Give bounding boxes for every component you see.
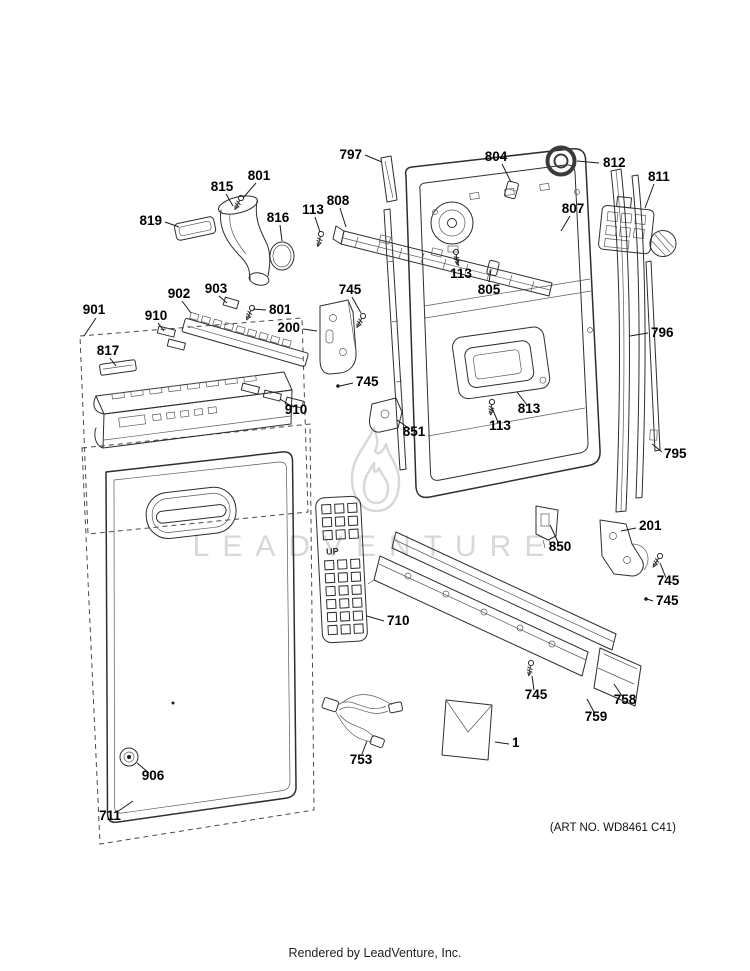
part-label-795: 795 — [664, 446, 687, 461]
part-710-retainer-grid: UP — [315, 495, 368, 644]
part-label-819: 819 — [139, 213, 162, 228]
part-label-850: 850 — [549, 539, 572, 554]
flame-logo-inner-icon — [362, 461, 390, 505]
part-labels: 797 804 812 811 815 801 819 816 113 808 … — [83, 147, 687, 823]
part-label-745-e: 745 — [525, 687, 548, 702]
console-assembly-dashed-box — [79, 317, 309, 535]
part-903-chip — [222, 296, 240, 310]
part-label-807: 807 — [562, 201, 585, 216]
part-label-200: 200 — [277, 320, 300, 335]
part-label-811: 811 — [648, 169, 670, 184]
flame-logo-icon — [350, 426, 401, 513]
part-753-wire-harness — [321, 694, 404, 749]
part-label-745-c: 745 — [657, 573, 680, 588]
part-711-outer-door-panel — [105, 451, 297, 824]
part-label-201: 201 — [639, 518, 662, 533]
part-label-901: 901 — [83, 302, 106, 317]
part-906-grommet — [119, 747, 139, 767]
rendered-by-text: Rendered by LeadVenture, Inc. — [288, 946, 461, 960]
part-label-758: 758 — [614, 692, 637, 707]
part-label-851: 851 — [403, 424, 426, 439]
part-201-hinge-bracket — [599, 519, 649, 577]
part-758-trim-panel — [391, 531, 642, 707]
part-745-point-b — [336, 384, 340, 388]
part-1-literature-envelope — [441, 699, 493, 761]
part-label-710: 710 — [387, 613, 410, 628]
part-811-latch-assembly — [598, 196, 677, 258]
part-804-clip — [504, 180, 519, 200]
part-796-frame-strip — [610, 168, 646, 513]
part-813-dispenser — [452, 326, 551, 400]
part-817-strip — [99, 359, 137, 376]
part-910-keys-left — [156, 325, 186, 351]
part-819-plate — [174, 216, 217, 241]
part-label-745-d: 745 — [656, 593, 679, 608]
part-807-inner-door-panel — [404, 147, 601, 499]
part-label-796: 796 — [651, 325, 674, 340]
leader-lines — [83, 154, 667, 813]
part-816-ring — [269, 241, 295, 271]
up-marking: UP — [326, 546, 339, 557]
part-805-clip — [486, 259, 500, 277]
part-label-813: 813 — [518, 401, 541, 416]
part-label-910-b: 910 — [285, 402, 308, 417]
part-745-screw-e — [525, 659, 535, 677]
part-801-screw-a — [232, 193, 246, 212]
part-851-bracket — [369, 397, 403, 433]
part-label-797: 797 — [339, 147, 362, 162]
part-label-808: 808 — [327, 193, 350, 208]
part-label-903: 903 — [205, 281, 228, 296]
part-label-113-a: 113 — [302, 202, 324, 217]
part-815-vent-duct — [217, 195, 271, 286]
part-label-805: 805 — [478, 282, 501, 297]
part-label-745-b: 745 — [356, 374, 379, 389]
part-759-access-panel — [367, 555, 589, 677]
part-label-801-b: 801 — [269, 302, 292, 317]
part-812-grommet — [545, 145, 577, 177]
part-801-screw-b — [243, 304, 256, 322]
part-113-screw-a — [314, 230, 325, 248]
part-label-816: 816 — [267, 210, 290, 225]
outer-door-dashed-box — [81, 423, 315, 845]
part-label-753: 753 — [350, 752, 373, 767]
part-label-812: 812 — [603, 155, 626, 170]
part-label-759: 759 — [585, 709, 608, 724]
leadventure-watermark: LEADVENTURE — [193, 426, 558, 563]
part-850-bracket — [535, 505, 559, 549]
part-label-801-a: 801 — [248, 168, 271, 183]
part-label-711: 711 — [99, 808, 121, 823]
art-number-text: (ART NO. WD8461 C41) — [550, 822, 676, 834]
part-label-113-c: 113 — [489, 418, 511, 433]
part-label-1: 1 — [512, 735, 520, 750]
part-label-910-a: 910 — [145, 308, 168, 323]
part-label-906: 906 — [142, 768, 165, 783]
part-745-screw-a — [354, 311, 368, 330]
part-808-console-bracket — [332, 225, 553, 297]
part-label-902: 902 — [168, 286, 191, 301]
part-label-113-b: 113 — [450, 266, 472, 281]
part-200-hinge-bracket — [319, 299, 357, 375]
part-label-817: 817 — [97, 343, 120, 358]
part-745-point-d — [644, 597, 648, 601]
watermark-text: LEADVENTURE — [193, 530, 558, 563]
part-901-console-escutcheon — [93, 371, 293, 449]
part-902-control-board — [181, 312, 309, 367]
part-label-815: 815 — [211, 179, 234, 194]
part-797-bracket — [380, 155, 407, 471]
part-label-745-a: 745 — [339, 282, 362, 297]
part-795-rod — [645, 260, 661, 452]
part-label-804: 804 — [485, 149, 508, 164]
